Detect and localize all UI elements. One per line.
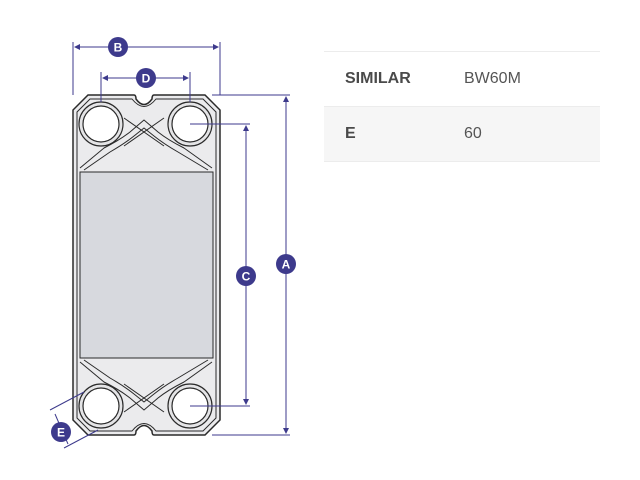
spec-key-similar: SIMILAR xyxy=(345,70,411,87)
bottom-distribution-pattern xyxy=(79,361,213,411)
callout-a: A xyxy=(276,254,296,274)
dimension-b-line xyxy=(72,42,221,95)
callout-a-label: A xyxy=(282,258,291,272)
callout-e-label: E xyxy=(57,426,65,440)
spec-row-e: E 60 xyxy=(324,107,600,162)
callout-b-label: B xyxy=(114,41,123,55)
callout-c-label: C xyxy=(242,270,251,284)
dimension-c-line xyxy=(190,123,250,407)
callout-b: B xyxy=(108,37,128,57)
bottom-cross-pattern xyxy=(123,383,165,413)
bottom-distribution-pattern-inner xyxy=(83,359,209,403)
top-distribution-pattern xyxy=(79,119,213,169)
port-top-left xyxy=(78,101,124,147)
callout-d: D xyxy=(136,68,156,88)
spec-row-similar: SIMILAR BW60M xyxy=(324,52,600,107)
spec-value-similar: BW60M xyxy=(464,70,521,87)
port-bottom-left xyxy=(78,383,124,429)
spec-table: SIMILAR BW60M E 60 xyxy=(324,51,600,162)
callout-e: E xyxy=(51,422,71,442)
plate-inner-outline xyxy=(76,98,217,432)
spec-value-e: 60 xyxy=(464,125,482,142)
top-cross-pattern xyxy=(123,117,165,147)
heat-exchanger-plate xyxy=(72,94,221,436)
callout-c: C xyxy=(236,266,256,286)
heat-transfer-area xyxy=(79,171,214,359)
spec-key-e: E xyxy=(345,125,356,142)
plate-diagram: B D A C E xyxy=(49,37,296,449)
callout-d-label: D xyxy=(142,72,151,86)
top-distribution-pattern-inner xyxy=(83,127,209,171)
